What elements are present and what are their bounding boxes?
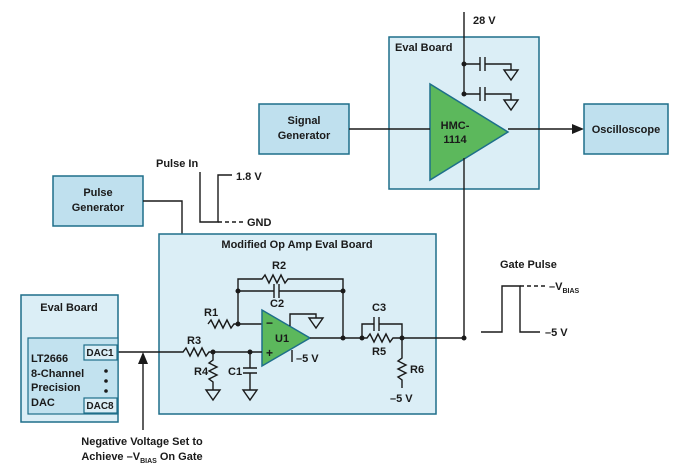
opamp-minus: − <box>266 316 273 330</box>
dac-label-3: Precision <box>31 382 81 394</box>
opamp-ground-wire <box>289 313 317 326</box>
r1-label: R1 <box>204 307 218 319</box>
r6-supply: –5 V <box>390 393 413 405</box>
opamp-plus: + <box>266 346 273 360</box>
opamp-ground-icon <box>307 317 325 330</box>
amplifier-label-1: HMC- <box>441 120 470 132</box>
c1-ground-icon <box>241 389 259 402</box>
note-line-1: Negative Voltage Set to <box>81 436 203 448</box>
decoupling-capacitor-2 <box>461 87 520 112</box>
note-line-2: Achieve –VBIAS On Gate <box>81 451 202 465</box>
eval-board-left-title: Eval Board <box>40 302 97 314</box>
r4-ground-icon <box>204 389 222 402</box>
dac-label-2: 8-Channel <box>31 368 84 380</box>
supply-label: 28 V <box>473 15 496 27</box>
dac8-pin <box>83 397 118 414</box>
signal-generator-label-1: Signal <box>287 115 320 127</box>
capacitor-c2 <box>238 284 343 298</box>
dac1-pin <box>83 344 118 361</box>
pulse-in-title: Pulse In <box>156 158 198 170</box>
oscilloscope-block <box>583 103 669 155</box>
oscilloscope-label: Oscilloscope <box>592 124 660 136</box>
opamp-board-title: Modified Op Amp Eval Board <box>221 239 372 251</box>
eval-board-top-title: Eval Board <box>395 42 452 54</box>
dac-label-1: LT2666 <box>31 353 68 365</box>
opamp-label: U1 <box>275 333 289 345</box>
decoupling-capacitor-1 <box>461 57 520 82</box>
r4-label: R4 <box>194 366 209 378</box>
resistor-r1 <box>207 318 263 330</box>
amplifier-label-2: 1114 <box>443 134 467 146</box>
note-arrow-icon <box>138 352 148 364</box>
gate-pulse-waveform <box>481 285 540 333</box>
pulse-generator-label-1: Pulse <box>83 187 112 199</box>
dac8-label: DAC8 <box>86 401 114 412</box>
resistor-r6 <box>396 338 408 388</box>
pulse-in-high: 1.8 V <box>236 171 262 183</box>
pulse-in-low: GND <box>247 217 272 229</box>
capacitor-c1 <box>243 352 257 390</box>
hmc1114-amplifier <box>429 82 510 182</box>
r6-label: R6 <box>410 364 424 376</box>
opamp-neg-supply: –5 V <box>296 353 319 365</box>
pulse-generator-block <box>52 175 144 227</box>
c3-label: C3 <box>372 302 386 314</box>
output-arrow-icon <box>572 124 584 134</box>
gate-pulse-title: Gate Pulse <box>500 259 557 271</box>
dac-label-4: DAC <box>31 397 55 409</box>
signal-generator-block <box>258 103 350 155</box>
c1-label: C1 <box>228 366 242 378</box>
resistor-r2 <box>237 273 344 338</box>
dac1-label: DAC1 <box>86 348 114 359</box>
gate-pulse-high: –VBIAS <box>549 281 580 295</box>
pulse-generator-label-2: Generator <box>72 202 125 214</box>
r5-label: R5 <box>372 346 386 358</box>
signal-generator-label-2: Generator <box>278 130 331 142</box>
gate-pulse-low: –5 V <box>545 327 568 339</box>
r3-label: R3 <box>187 335 201 347</box>
r2-label: R2 <box>272 260 286 272</box>
resistor-r4 <box>207 352 219 390</box>
resistor-r3 <box>117 346 262 358</box>
pulse-in-waveform <box>199 172 232 223</box>
c2-label: C2 <box>270 298 284 310</box>
opamp-u1 <box>261 308 312 368</box>
resistor-r5 <box>362 332 464 344</box>
capacitor-c3 <box>361 317 403 338</box>
